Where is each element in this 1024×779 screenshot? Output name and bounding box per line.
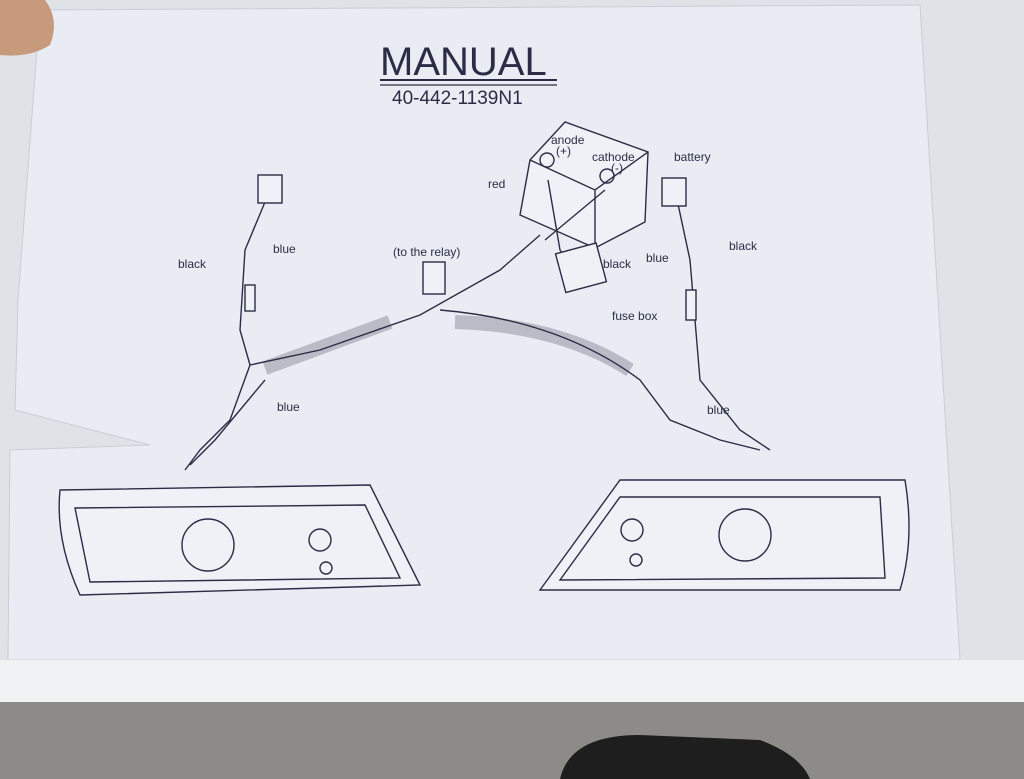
right-headlight-drawing xyxy=(538,479,910,591)
label-cathode: cathode xyxy=(592,150,635,164)
label-black-battery: black xyxy=(603,257,632,271)
right-connector-drawing xyxy=(661,177,687,207)
manual-title: MANUAL xyxy=(380,40,547,84)
table-surface xyxy=(0,700,1024,779)
label-to-relay: (to the relay) xyxy=(393,245,461,259)
label-battery: battery xyxy=(674,150,711,164)
label-left-blue-bottom: blue xyxy=(277,400,300,414)
label-left-black: black xyxy=(178,257,207,271)
label-anode-sign: (+) xyxy=(556,144,571,158)
label-right-blue-top: blue xyxy=(646,251,669,265)
label-red: red xyxy=(488,177,506,191)
label-fuse-box: fuse box xyxy=(612,309,658,323)
label-right-black: black xyxy=(729,239,758,253)
label-left-blue-top: blue xyxy=(273,242,296,256)
label-cathode-sign: (-) xyxy=(611,161,623,175)
part-number: 40-442-1139N1 xyxy=(392,88,523,109)
battery-drawing xyxy=(519,121,649,249)
main-sleeve-left xyxy=(262,315,393,375)
label-right-blue-bottom: blue xyxy=(707,403,730,417)
left-connector-drawing xyxy=(257,174,283,204)
dark-strap xyxy=(560,735,810,779)
thumb xyxy=(0,0,54,56)
label-anode: anode xyxy=(551,133,585,147)
fuse-box-drawing xyxy=(554,242,608,294)
left-headlight-drawing xyxy=(58,484,422,596)
left-harness xyxy=(184,189,541,471)
relay-connector-drawing xyxy=(422,261,446,295)
main-sleeve-right xyxy=(454,315,634,376)
